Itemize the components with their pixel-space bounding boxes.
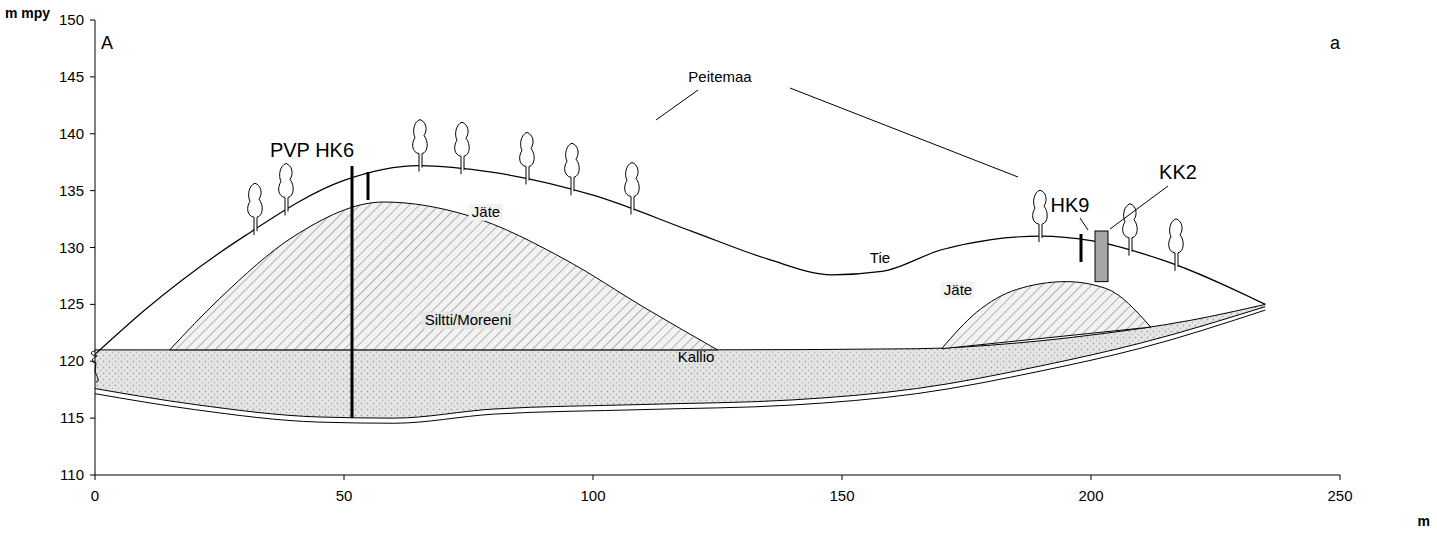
y-tick: [90, 304, 95, 305]
y-tick: [90, 20, 95, 21]
ground-surface: [95, 166, 1265, 355]
observation-well-pvp: [351, 166, 354, 418]
observation-well-hk6: [367, 172, 370, 200]
tick-label: 110: [60, 467, 84, 484]
x-axis: [95, 475, 1340, 476]
y-tick: [90, 247, 95, 248]
tick-label: 50: [336, 488, 353, 505]
layer-label: Peitemaa: [688, 69, 751, 86]
layer-label: Jäte: [469, 204, 503, 221]
section-end-label: A: [101, 34, 113, 54]
tick-label: 200: [1078, 488, 1103, 505]
tick-label: 100: [580, 488, 605, 505]
x-tick: [95, 475, 96, 480]
y-tick: [90, 418, 95, 419]
bedrock-line: [95, 310, 1265, 423]
layer-label: Siltti/Moreeni: [422, 312, 515, 329]
tick-label: 135: [59, 182, 84, 199]
axis-title: m: [1418, 514, 1430, 529]
well-label: KK2: [1159, 161, 1197, 183]
leader-line: [656, 90, 698, 120]
y-tick: [90, 133, 95, 134]
tick-label: 120: [59, 353, 84, 370]
axis-title: m mpy: [5, 6, 50, 21]
tick-label: 115: [60, 410, 84, 427]
tick-label: 0: [91, 488, 99, 505]
tree-symbol: [455, 122, 470, 174]
tick-label: 250: [1327, 488, 1352, 505]
waste-body: [170, 202, 718, 350]
tick-label: 130: [59, 239, 84, 256]
gas-well-kk2: [1095, 231, 1108, 282]
leader-line: [790, 88, 1018, 177]
tick-label: 150: [829, 488, 854, 505]
y-tick: [90, 475, 95, 476]
tree-symbol: [413, 120, 428, 172]
well-label: PVP HK6: [270, 139, 354, 161]
section-end-label: a: [1330, 34, 1340, 54]
bedrock-top-line: [95, 307, 1265, 418]
layer-label: Jäte: [941, 282, 975, 299]
x-tick: [593, 475, 594, 480]
leader-line: [1110, 186, 1168, 229]
tick-label: 145: [59, 69, 84, 86]
tree-symbol: [520, 132, 535, 184]
leader-line: [1080, 218, 1088, 230]
y-tick: [90, 361, 95, 362]
tick-label: 140: [59, 126, 84, 143]
y-tick: [90, 190, 95, 191]
layer-label: Tie: [870, 250, 890, 267]
x-tick: [344, 475, 345, 480]
tick-label: 125: [59, 296, 84, 313]
tick-label: 150: [59, 12, 84, 29]
tree-symbol: [1123, 204, 1138, 256]
tree-symbol: [248, 183, 263, 235]
x-tick: [1091, 475, 1092, 480]
x-tick: [1340, 475, 1341, 480]
waste-body: [942, 282, 1151, 349]
x-tick: [842, 475, 843, 480]
tree-symbol: [625, 162, 640, 214]
tree-symbol: [565, 143, 580, 195]
well-label: HK9: [1051, 194, 1090, 216]
tree-symbol: [1033, 190, 1048, 242]
layer-label: Kallio: [678, 349, 715, 366]
y-tick: [90, 76, 95, 77]
tree-symbol: [1169, 219, 1184, 271]
tree-symbol: [279, 163, 294, 215]
observation-well-hk9: [1080, 234, 1083, 262]
